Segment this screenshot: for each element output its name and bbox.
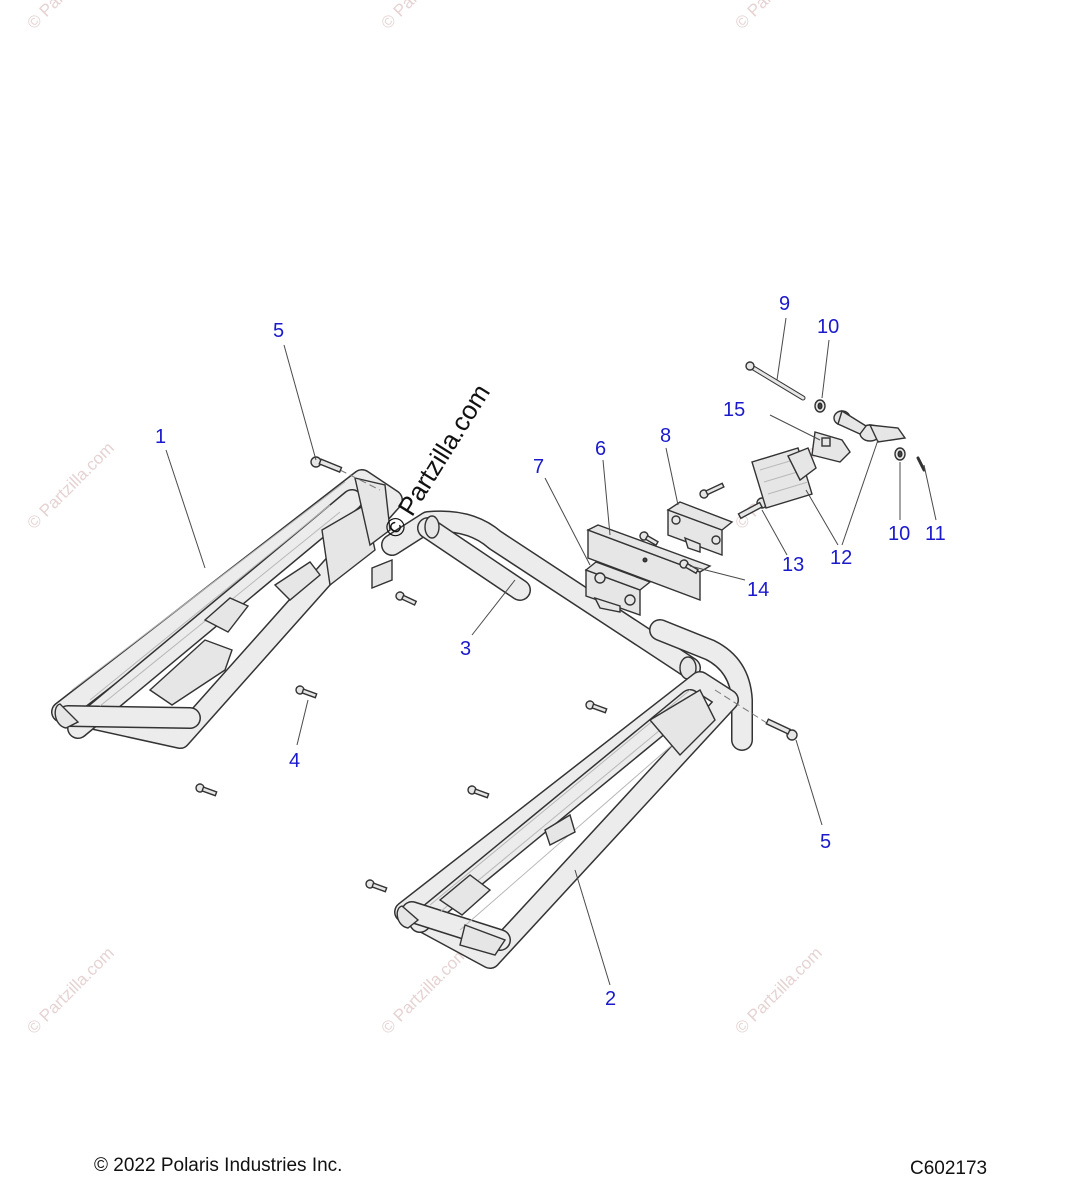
callout-7: 7 <box>533 456 544 478</box>
callout-2: 2 <box>605 988 616 1010</box>
cotter-pin-11 <box>916 456 926 472</box>
latch-arm-12 <box>833 409 907 443</box>
callout-9: 9 <box>779 293 790 315</box>
spacer-bar-6 <box>586 524 712 602</box>
long-bolt-5-left <box>310 456 381 491</box>
bracket-8 <box>666 501 734 557</box>
callout-15: 15 <box>723 399 745 421</box>
long-bolt-5-right <box>714 689 798 741</box>
callout-1: 1 <box>155 426 166 448</box>
figure-id: C602173 <box>910 1158 988 1179</box>
copyright-notice: © 2022 Polaris Industries Inc. <box>94 1155 343 1176</box>
callouts: 1 2 3 4 5 5 6 7 8 9 10 10 11 12 13 14 15 <box>155 293 946 1010</box>
bracket-7 <box>584 561 652 616</box>
latch-15 <box>811 431 851 463</box>
leader-lines <box>165 317 937 986</box>
cross-tube <box>381 510 753 751</box>
watermark-text: © Partzilla.com <box>377 943 471 1037</box>
callout-5: 5 <box>273 320 284 342</box>
washer-10-bottom <box>894 447 906 461</box>
callout-12: 12 <box>830 547 852 569</box>
callout-6: 6 <box>595 438 606 460</box>
watermark-text: © Partzilla.com <box>23 943 117 1037</box>
callout-3: 3 <box>460 638 471 660</box>
callout-14: 14 <box>747 579 769 601</box>
callout-4: 4 <box>289 750 300 772</box>
watermark-text: © Partzilla.com <box>23 438 117 532</box>
watermark-text: © Partzilla.com <box>731 943 825 1037</box>
washer-10-top <box>814 399 826 413</box>
watermark-text: © Partzilla.com <box>731 0 825 33</box>
watermark-text: © Partzilla.com <box>23 0 117 33</box>
callout-13: 13 <box>782 554 804 576</box>
bolt-set-14 <box>639 482 725 575</box>
bolt-set-4 <box>195 591 608 893</box>
callout-10: 10 <box>817 316 839 338</box>
latch-plate-12 <box>751 447 817 509</box>
callout-10: 10 <box>888 523 910 545</box>
callout-11: 11 <box>925 523 946 545</box>
pin-9 <box>745 361 806 401</box>
callout-5: 5 <box>820 831 831 853</box>
callout-8: 8 <box>660 425 671 447</box>
right-side-frame <box>394 671 739 969</box>
left-side-frame <box>51 469 403 749</box>
watermark-text: © Partzilla.com <box>377 0 471 33</box>
